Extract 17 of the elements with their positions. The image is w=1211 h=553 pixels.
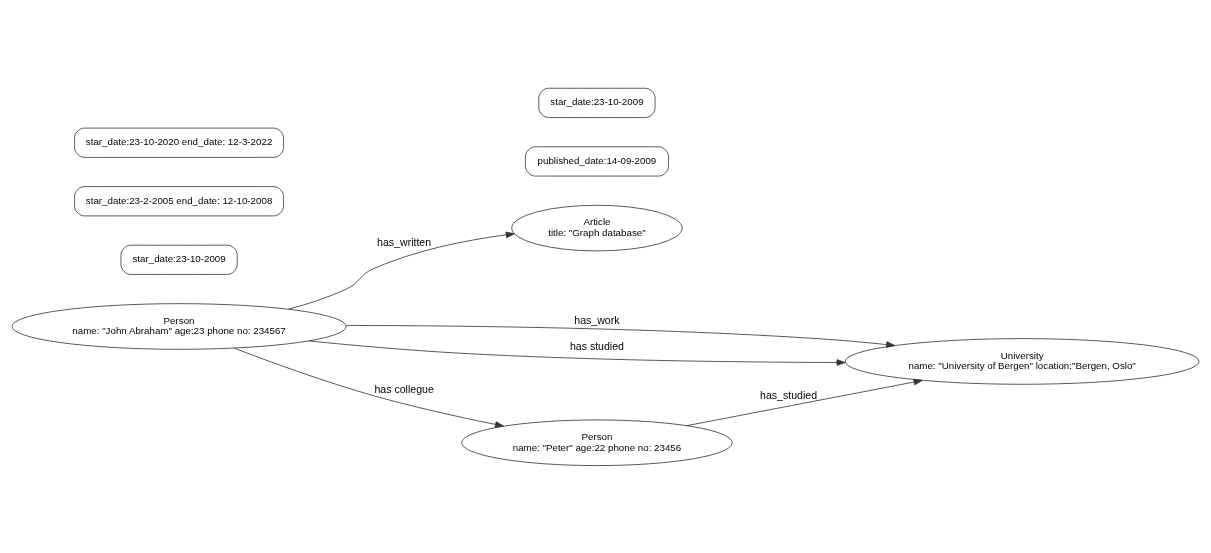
edge-label: has studied [569,339,624,352]
edge-label: has_work [574,313,620,326]
edge-label: has collegue [374,382,434,395]
arrow [346,324,896,348]
node-box: published_date:14-09-2009 [525,145,669,176]
arrow [288,231,515,309]
node-box: star_date:23-10-2009 [538,87,656,118]
arrow [686,378,923,426]
edge-label: has_written [377,235,432,248]
edge-label: has_studied [760,388,818,401]
arrow [308,340,846,366]
node-box: star_date:23-10-2020 end_date: 12-3-2022 [74,127,284,158]
arrow [234,347,504,428]
node-ellipse: Article title: "Graph database" [511,204,683,251]
node-box: star_date:23-2-2005 end_date: 12-10-2008 [74,185,284,216]
node-box: star_date:23-10-2009 [120,244,238,275]
node-ellipse: Person name: "John Abraham" age:23 phone no: 234567 [11,302,347,350]
